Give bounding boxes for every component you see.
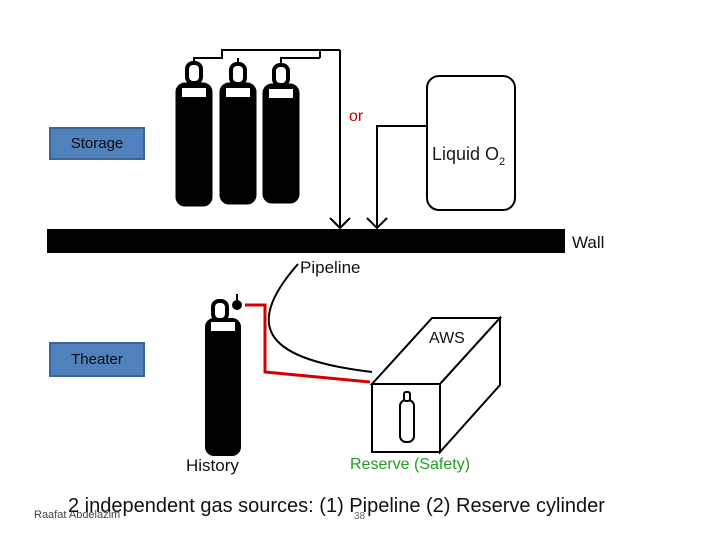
aws-reserve-cylinder (399, 391, 415, 443)
wall (47, 229, 565, 253)
liquid-oxygen-subscript: 2 (499, 156, 506, 168)
storage-text: Storage (70, 135, 124, 152)
liquid-oxygen-line (366, 125, 427, 230)
pipeline-line (267, 263, 373, 373)
theater-text: Theater (71, 351, 123, 368)
storage-cylinder-1 (175, 61, 213, 207)
reserve-hose (245, 303, 371, 384)
or-label: or (349, 108, 364, 125)
caption: 2 independent gas sources: (1) Pipeline … (68, 495, 605, 517)
pipeline-label: Pipeline (300, 258, 361, 277)
liquid-oxygen-tank (426, 75, 516, 211)
aws-label: AWS (429, 330, 465, 347)
liquid-oxygen-label: Liquid O2 (432, 144, 506, 168)
page-number: 38 (354, 511, 366, 522)
reserve-label: Reserve (Safety) (350, 456, 471, 473)
storage-cylinder-3 (262, 63, 300, 204)
wall-label: Wall (572, 233, 605, 252)
manifold-lines (193, 49, 351, 230)
theater-label: Theater (49, 342, 145, 377)
storage-label: Storage (49, 127, 145, 160)
reserve-cylinder (205, 294, 242, 456)
liquid-oxygen-text: Liquid O (432, 144, 500, 164)
storage-cylinder-2 (219, 62, 257, 205)
author-footer: Raafat Abdelazim (34, 509, 121, 521)
history-label: History (186, 456, 239, 475)
storage-cylinders (175, 61, 300, 207)
